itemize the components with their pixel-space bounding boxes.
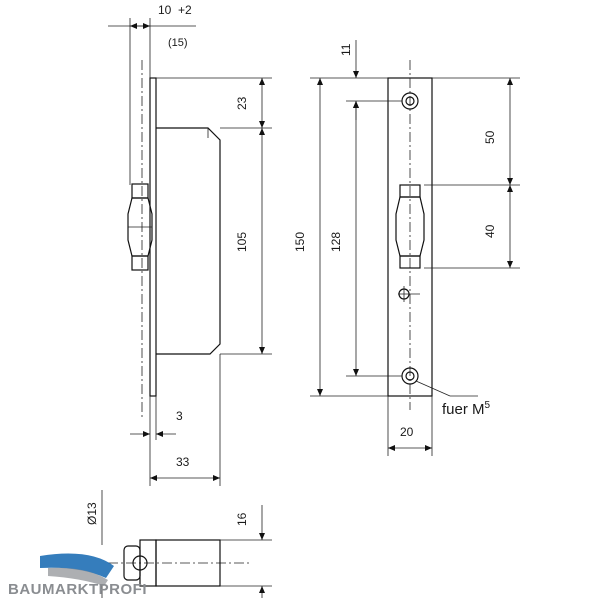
screw-callout-size: 5: [485, 400, 491, 411]
screw-callout-label: fuer M: [442, 401, 485, 418]
follower-mark: [398, 286, 420, 302]
dim-33: 33: [176, 455, 190, 469]
dim-20: 20: [400, 425, 414, 439]
side-view: [108, 18, 272, 486]
brand-swoosh-shadow: [48, 567, 108, 586]
dim-16: 16: [235, 512, 249, 526]
latch-front: [395, 184, 425, 269]
dim-top-tolerance: +2: [178, 3, 192, 17]
brand-name: BAUMARKTPROFI: [8, 581, 147, 598]
brand-logo: BAUMARKTPROFI: [8, 553, 147, 598]
dim-11: 11: [339, 43, 353, 56]
dim-23: 23: [235, 96, 249, 110]
dim-105: 105: [235, 232, 249, 252]
dim-diameter: Ø13: [85, 502, 99, 525]
top-view: [101, 490, 272, 598]
dim-top-alt: (15): [168, 37, 188, 49]
dim-150: 150: [293, 232, 307, 252]
brand-swoosh: [40, 553, 114, 578]
front-view: [310, 40, 520, 456]
dim-128: 128: [329, 232, 343, 252]
dim-40: 40: [483, 224, 497, 238]
dim-50: 50: [483, 130, 497, 144]
latch-side: [127, 183, 153, 271]
dim-top-width: 10: [158, 3, 172, 17]
screw-callout: fuer M5: [442, 400, 491, 418]
dim-3: 3: [176, 409, 183, 423]
